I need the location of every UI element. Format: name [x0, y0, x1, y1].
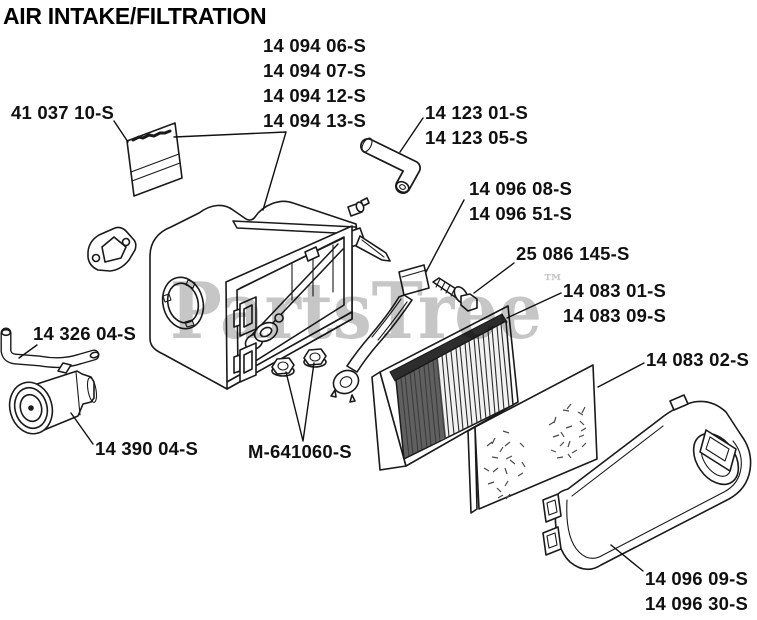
watermark: PartsTree ™ — [170, 266, 564, 357]
flange-nut-drawing — [271, 348, 327, 377]
filter-element-drawing — [371, 305, 519, 471]
part-callouts: 41 037 10-S 14 094 06-S 14 094 07-S 14 0… — [11, 35, 749, 614]
callout-bracket-1[interactable]: 14 096 08-S — [469, 178, 572, 199]
diagram-title: AIR INTAKE/FILTRATION — [3, 3, 266, 29]
callout-bracket-2[interactable]: 14 096 51-S — [469, 203, 572, 224]
callout-base-2[interactable]: 14 094 07-S — [263, 60, 366, 81]
screw-drawing — [432, 277, 478, 312]
callout-breather-tube[interactable]: 14 326 04-S — [33, 323, 136, 344]
air-cleaner-base-drawing — [149, 197, 391, 390]
canister-drawing — [8, 362, 98, 435]
gasket-drawing — [87, 226, 137, 272]
callout-base-1[interactable]: 14 094 06-S — [263, 35, 366, 56]
breather-hose-drawing — [360, 137, 421, 194]
callout-hose-2[interactable]: 14 123 05-S — [425, 127, 528, 148]
callout-element-2[interactable]: 14 083 09-S — [563, 305, 666, 326]
callout-decal[interactable]: 41 037 10-S — [11, 102, 114, 123]
decal-drawing — [126, 122, 183, 197]
callout-canister[interactable]: 14 390 04-S — [95, 438, 198, 459]
callout-cover-1[interactable]: 14 096 09-S — [645, 568, 748, 589]
callout-cover-2[interactable]: 14 096 30-S — [645, 593, 748, 614]
watermark-text: PartsTree — [170, 266, 542, 357]
bracket-drawing — [330, 264, 430, 403]
callout-base-4[interactable]: 14 094 13-S — [263, 110, 366, 131]
callout-hose-1[interactable]: 14 123 01-S — [425, 102, 528, 123]
callout-nuts[interactable]: M-641060-S — [248, 441, 352, 462]
callout-screw[interactable]: 25 086 145-S — [516, 243, 630, 264]
watermark-tm: ™ — [542, 270, 564, 296]
precleaner-drawing — [467, 364, 598, 514]
callout-precleaner[interactable]: 14 083 02-S — [646, 349, 749, 370]
leader-lines — [18, 117, 645, 572]
breather-tube-drawing — [0, 327, 100, 369]
callout-element-1[interactable]: 14 083 01-S — [563, 280, 666, 301]
cover-drawing — [542, 394, 752, 571]
callout-base-3[interactable]: 14 094 12-S — [263, 85, 366, 106]
